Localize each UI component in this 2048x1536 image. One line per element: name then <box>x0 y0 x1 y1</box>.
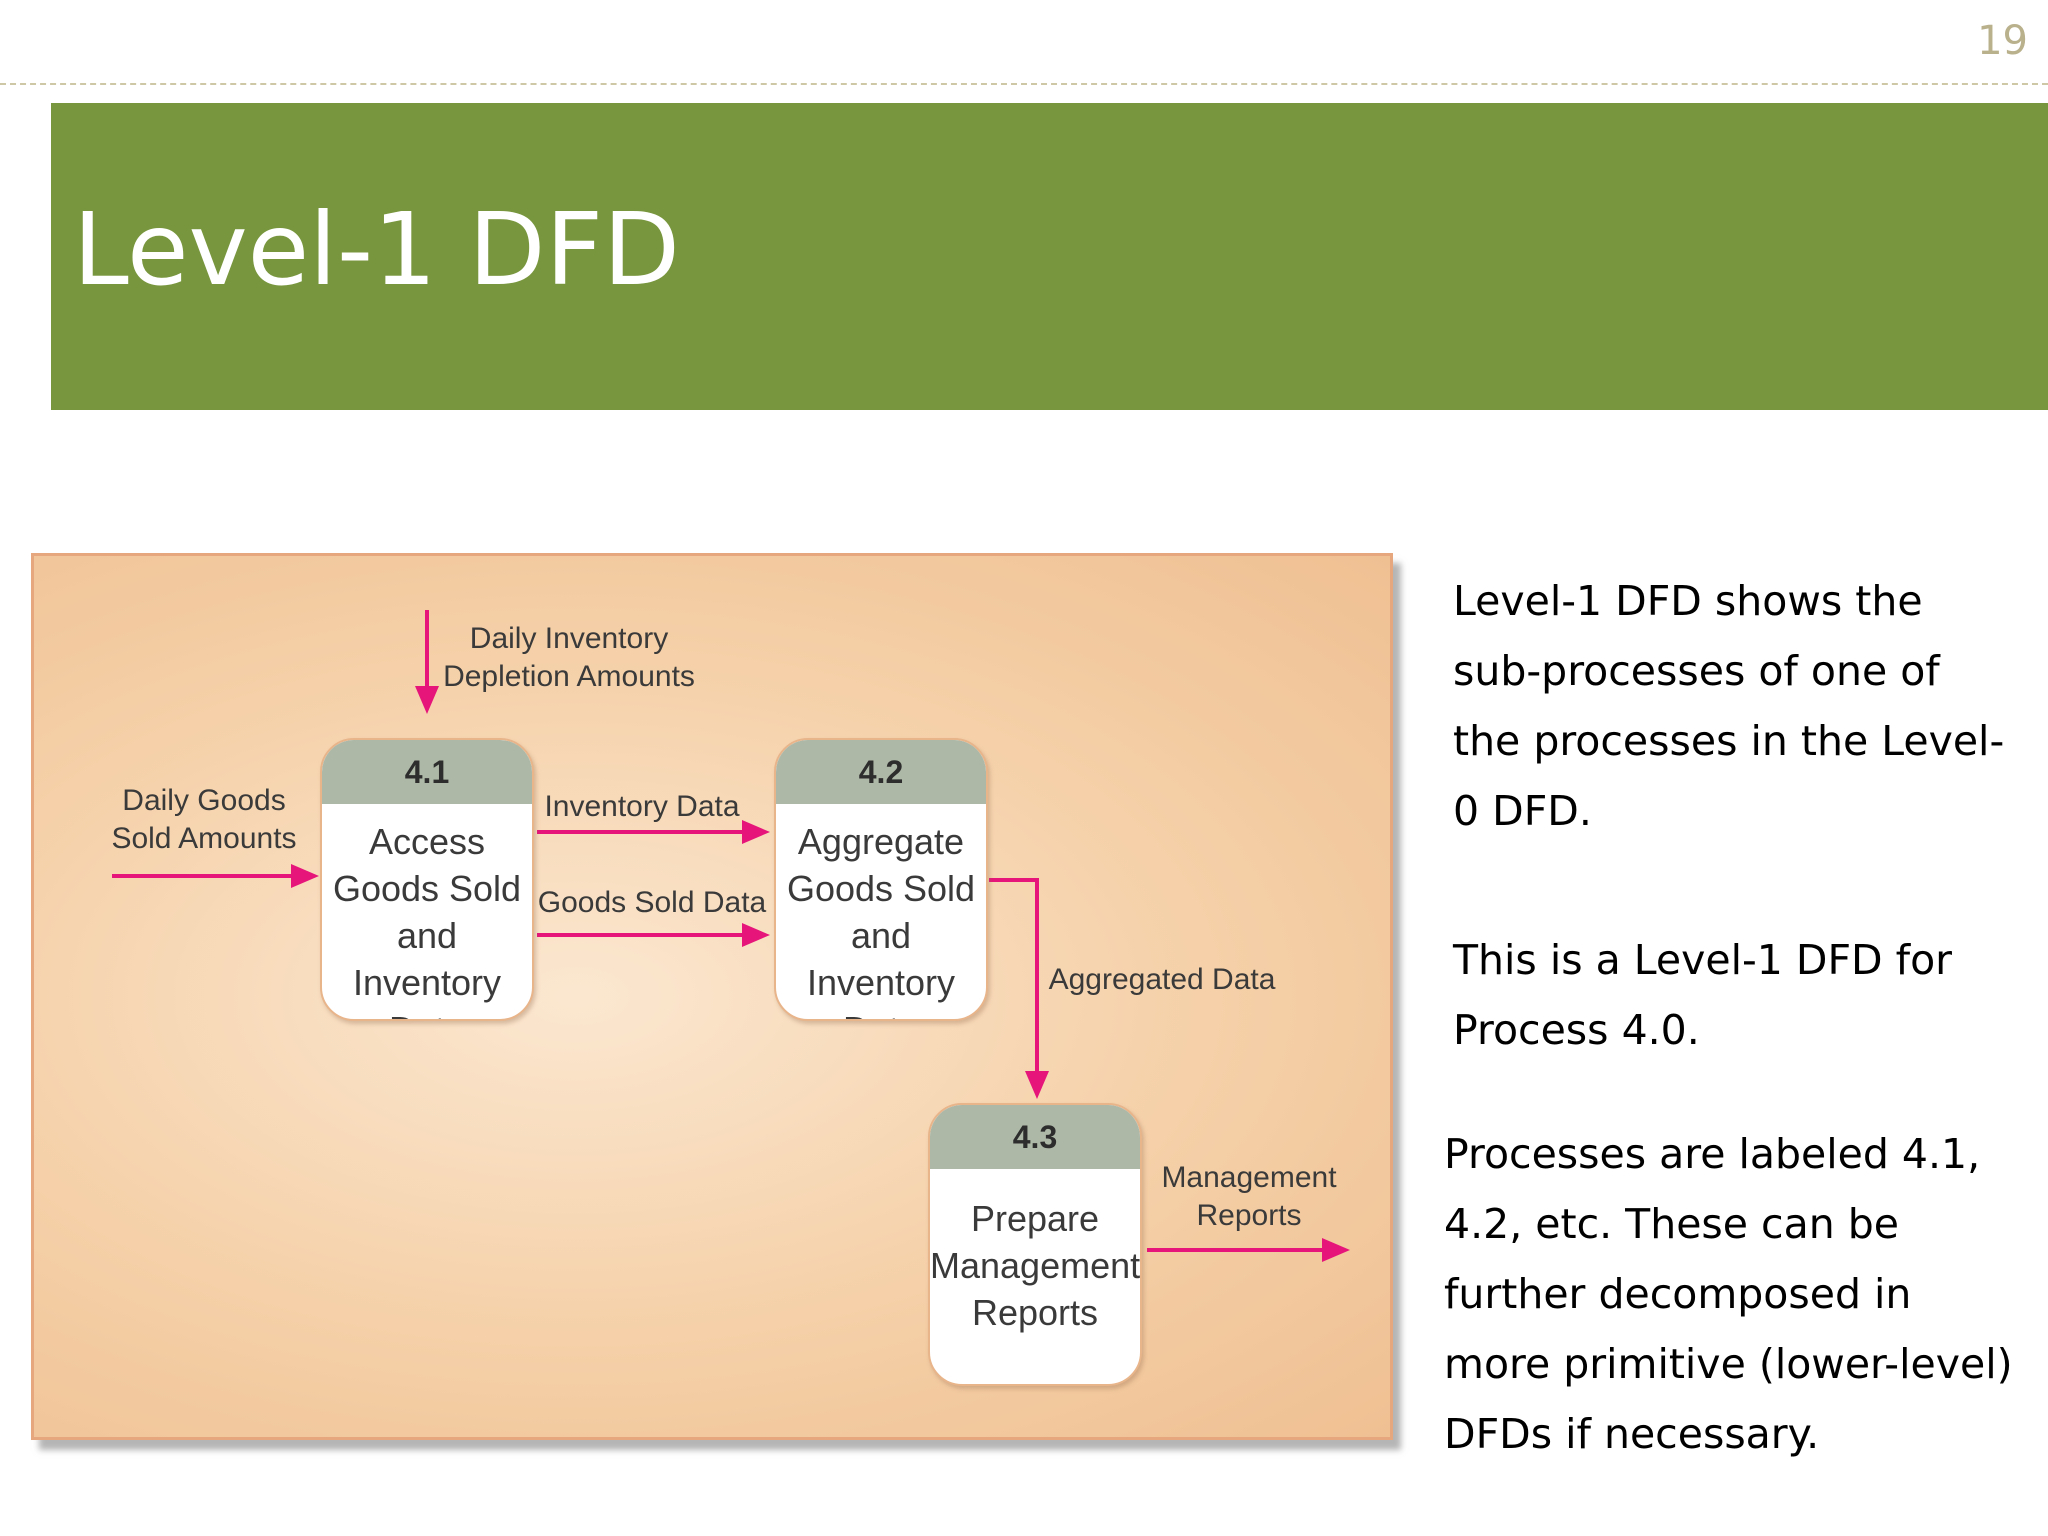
top-dashed-rule <box>0 83 2048 85</box>
flow-label-management-reports: Management Reports <box>1161 1161 1337 1232</box>
note-1: Level-1 DFD shows the sub-processes of o… <box>1453 577 2005 835</box>
note-2: This is a Level-1 DFD for Process 4.0. <box>1453 936 1953 1054</box>
flow-label-inventory-data: Inventory Data <box>544 790 740 823</box>
process-id: 4.3 <box>930 1105 1140 1169</box>
note-3: Processes are labeled 4.1, 4.2, etc. The… <box>1444 1130 2013 1458</box>
arrowhead-icon <box>742 923 770 947</box>
title-band <box>51 103 2048 410</box>
arrowhead-icon <box>415 686 439 714</box>
process-4-2: 4.2 Aggregate Goods Sold and Inventory D… <box>774 738 988 1021</box>
flow-label-depletion: Daily Inventory Depletion Amounts <box>443 622 695 693</box>
slide-title: Level-1 DFD <box>73 191 680 308</box>
arrowhead-icon <box>742 820 770 844</box>
dfd-diagram: 4.1 Access Goods Sold and Inventory Data… <box>31 553 1393 1440</box>
flow-label-goods-sold-amounts: Daily Goods Sold Amounts <box>111 784 297 855</box>
arrowhead-icon <box>1322 1238 1350 1262</box>
arrowhead-icon <box>291 864 319 888</box>
process-id: 4.1 <box>322 740 532 804</box>
flow-label-goods-sold-data: Goods Sold Data <box>537 886 767 919</box>
flow-arrow-aggregated-data <box>989 878 1039 1076</box>
process-name: Access Goods Sold and Inventory Data <box>332 821 522 1019</box>
process-name: Prepare Management Reports <box>930 1198 1141 1333</box>
process-name: Aggregate Goods Sold and Inventory Data <box>786 821 976 1019</box>
slide-number: 19 <box>1977 18 2028 64</box>
process-id: 4.2 <box>776 740 986 804</box>
arrowhead-icon <box>1025 1071 1049 1099</box>
flow-arrows <box>112 610 1350 1262</box>
process-4-1: 4.1 Access Goods Sold and Inventory Data <box>320 738 534 1021</box>
process-4-3: 4.3 Prepare Management Reports <box>928 1103 1142 1386</box>
flow-label-aggregated-data: Aggregated Data <box>1048 963 1276 996</box>
